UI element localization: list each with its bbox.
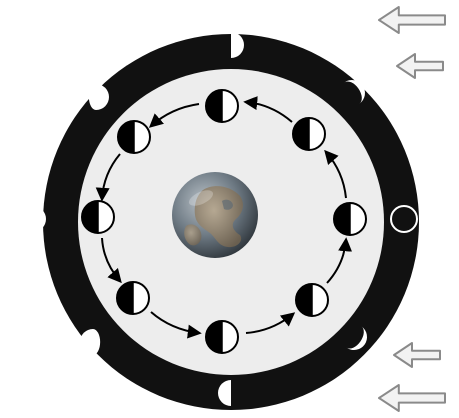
sunlight-arrow-2-icon bbox=[397, 54, 443, 78]
sunlight-arrow-4-icon bbox=[379, 385, 445, 411]
orbit-moon-bottom bbox=[206, 321, 238, 353]
orbit-moon-top bbox=[206, 90, 238, 122]
phase-full-moon-icon bbox=[20, 206, 46, 232]
earth-icon bbox=[172, 172, 258, 258]
orbit-moon-right bbox=[334, 203, 366, 235]
phase-new-moon-icon bbox=[391, 206, 417, 232]
orbit-moon-lower-right bbox=[296, 284, 328, 316]
orbit-moon-left bbox=[82, 201, 114, 233]
sunlight-arrow-3-icon bbox=[394, 343, 440, 367]
orbit-moon-upper-left bbox=[118, 121, 150, 153]
orbit-moon-upper-right bbox=[293, 118, 325, 150]
orbit-moon-lower-left bbox=[117, 282, 149, 314]
sunlight-arrow-1-icon bbox=[379, 7, 445, 33]
